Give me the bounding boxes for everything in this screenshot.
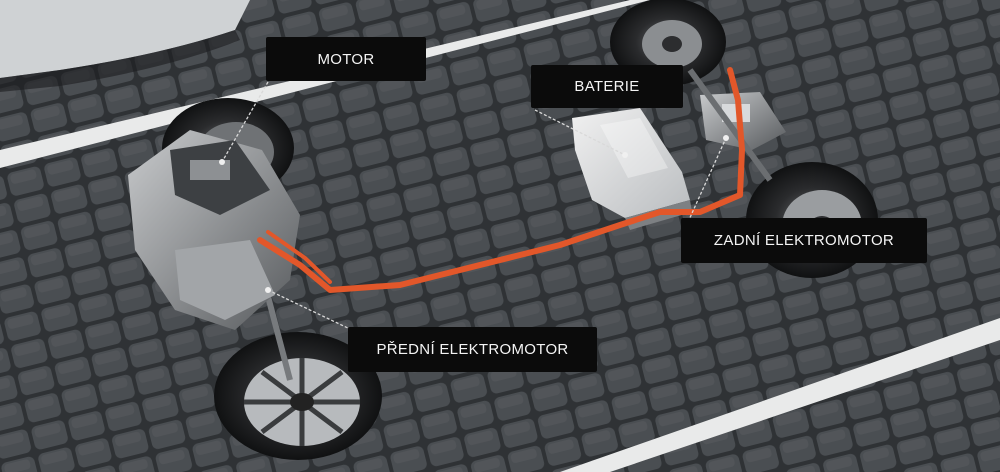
rear-axle: [687, 68, 773, 182]
leader-baterie: [534, 109, 626, 156]
leader-motor: [221, 81, 269, 163]
leader-dot-predni: [265, 287, 271, 293]
rear-left-wheel: [610, 0, 726, 86]
leader-dot-zadni: [723, 135, 729, 141]
leader-lines: [221, 81, 727, 331]
parked-car-body: [0, 0, 250, 78]
leader-predni-elektromotor: [267, 289, 353, 331]
leader-dot-baterie: [622, 152, 628, 158]
label-predni-elektromotor: PŘEDNÍ ELEKTROMOTOR: [348, 327, 597, 372]
parked-car-shadow: [0, 30, 240, 92]
front-right-wheel: [214, 332, 382, 460]
label-motor: MOTOR: [266, 37, 426, 81]
hv-cable: [257, 67, 745, 293]
label-baterie: BATERIE: [531, 65, 683, 108]
parking-line-bottom: [560, 318, 1000, 472]
parking-line-top: [0, 0, 650, 168]
engine-block: [128, 130, 300, 330]
leader-dot-motor: [219, 159, 225, 165]
rear-drive-unit: [700, 92, 786, 150]
label-zadni-elektromotor: ZADNÍ ELEKTROMOTOR: [681, 218, 927, 263]
leader-zadni-elektromotor: [687, 137, 727, 223]
